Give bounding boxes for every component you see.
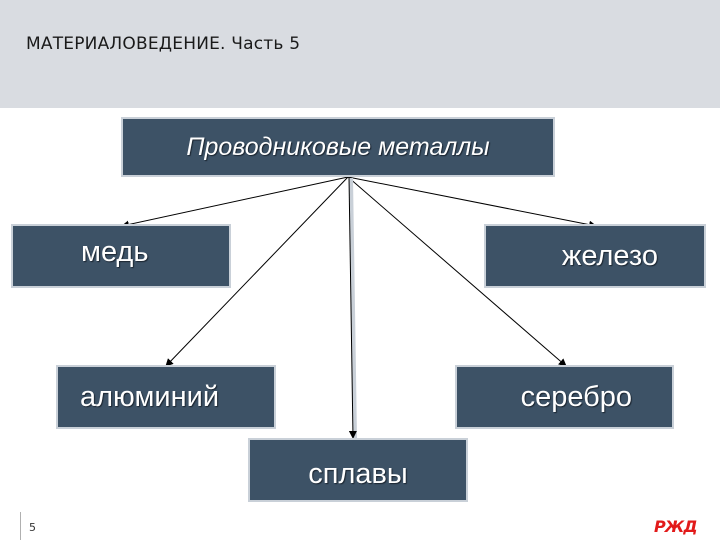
page-number: 5 bbox=[29, 521, 36, 534]
arrow-to-silver bbox=[347, 176, 567, 367]
node-silver-label: серебро bbox=[520, 380, 632, 413]
header-band: МАТЕРИАЛОВЕДЕНИЕ. Часть 5 bbox=[0, 0, 720, 108]
arrow-to-copper bbox=[121, 176, 349, 229]
arrow-to-alloys-shadow bbox=[349, 177, 357, 439]
node-copper-label: медь bbox=[81, 235, 149, 268]
node-aluminium: алюминий bbox=[56, 365, 276, 429]
node-alloys: сплавы bbox=[248, 438, 468, 502]
node-iron-label: железо bbox=[561, 239, 658, 272]
rzd-logo: РЖД bbox=[654, 517, 698, 536]
node-silver: серебро bbox=[455, 365, 674, 429]
footer-divider bbox=[20, 512, 21, 540]
node-copper: медь bbox=[11, 224, 231, 288]
root-node-conductor-metals: Проводниковые металлы bbox=[121, 117, 555, 177]
node-alloys-label: сплавы bbox=[308, 457, 408, 490]
arrow-to-alloys bbox=[348, 176, 357, 439]
root-node-label: Проводниковые металлы bbox=[186, 132, 490, 161]
node-aluminium-label: алюминий bbox=[80, 380, 220, 413]
node-iron: железо bbox=[484, 224, 706, 288]
arrow-to-aluminium bbox=[165, 176, 349, 367]
slide-title: МАТЕРИАЛОВЕДЕНИЕ. Часть 5 bbox=[26, 34, 301, 54]
arrow-to-iron bbox=[347, 176, 597, 229]
